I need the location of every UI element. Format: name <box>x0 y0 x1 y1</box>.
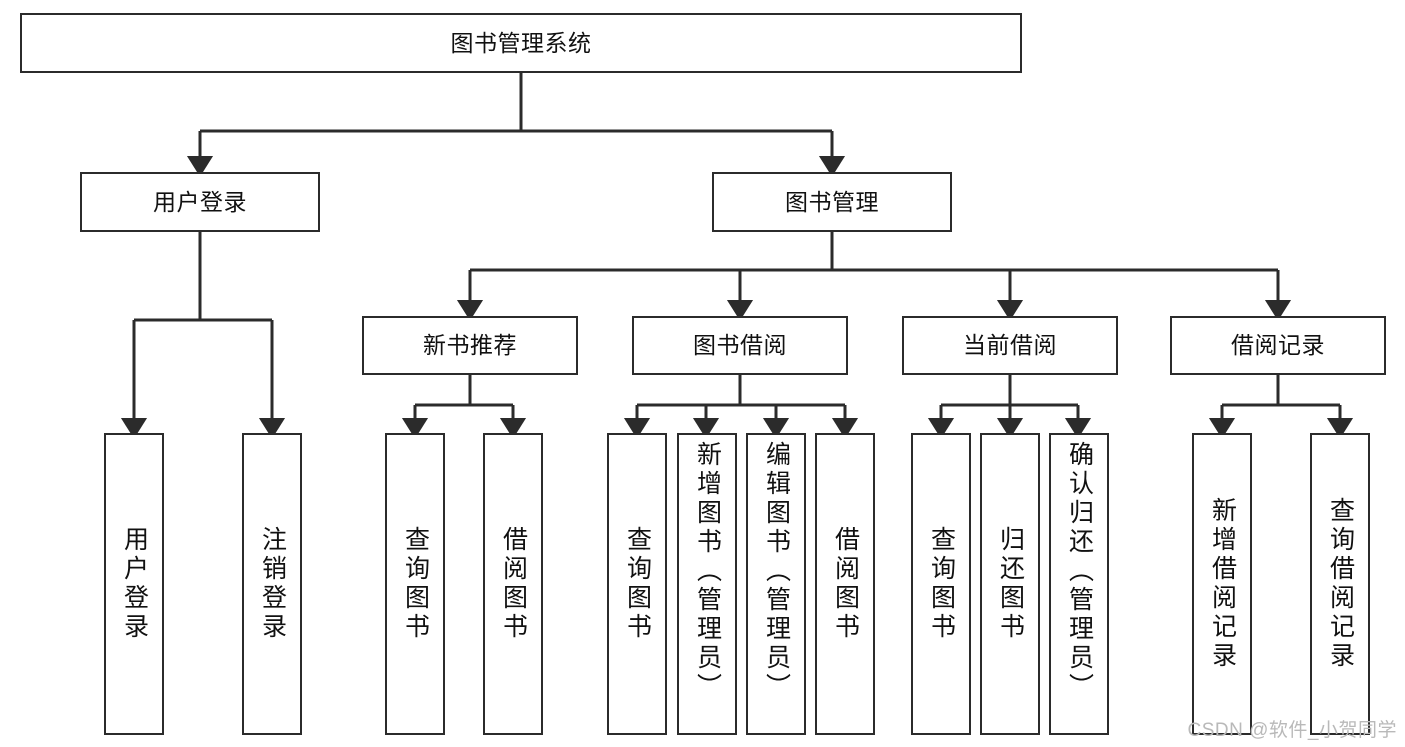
node-borrow-record[interactable]: 借阅记录 <box>1170 316 1386 375</box>
node-leaf-edit-book-label: 编辑图书（管理员） <box>762 441 791 702</box>
node-leaf-query-record[interactable]: 查询借阅记录 <box>1310 433 1370 735</box>
node-leaf-query-book-1[interactable]: 查询图书 <box>385 433 445 735</box>
node-root[interactable]: 图书管理系统 <box>20 13 1022 73</box>
node-user-login-label: 用户登录 <box>153 188 247 215</box>
node-leaf-borrow-book-1-label: 借阅图书 <box>499 526 528 642</box>
node-leaf-add-record-label: 新增借阅记录 <box>1208 497 1237 671</box>
node-leaf-query-book-2-label: 查询图书 <box>623 526 652 642</box>
node-leaf-borrow-book-2[interactable]: 借阅图书 <box>815 433 875 735</box>
node-book-borrow-label: 图书借阅 <box>693 332 787 359</box>
node-leaf-add-book-label: 新增图书（管理员） <box>693 441 722 702</box>
csdn-watermark: CSDN @软件_小贺同学 <box>1187 720 1397 741</box>
node-leaf-query-record-label: 查询借阅记录 <box>1326 497 1355 671</box>
node-leaf-logout[interactable]: 注销登录 <box>242 433 302 735</box>
node-leaf-return-book[interactable]: 归还图书 <box>980 433 1040 735</box>
node-leaf-confirm-return[interactable]: 确认归还（管理员） <box>1049 433 1109 735</box>
node-leaf-add-record[interactable]: 新增借阅记录 <box>1192 433 1252 735</box>
node-leaf-return-book-label: 归还图书 <box>996 526 1025 642</box>
node-leaf-query-book-3-label: 查询图书 <box>927 526 956 642</box>
node-book-manage[interactable]: 图书管理 <box>712 172 952 232</box>
node-leaf-query-book-1-label: 查询图书 <box>401 526 430 642</box>
node-book-manage-label: 图书管理 <box>785 188 879 215</box>
node-borrow-record-label: 借阅记录 <box>1231 332 1325 359</box>
node-book-borrow[interactable]: 图书借阅 <box>632 316 848 375</box>
node-leaf-query-book-3[interactable]: 查询图书 <box>911 433 971 735</box>
node-leaf-confirm-return-label: 确认归还（管理员） <box>1065 441 1094 702</box>
node-new-book-rec[interactable]: 新书推荐 <box>362 316 578 375</box>
node-user-login[interactable]: 用户登录 <box>80 172 320 232</box>
node-leaf-add-book[interactable]: 新增图书（管理员） <box>677 433 737 735</box>
node-root-label: 图书管理系统 <box>450 29 592 56</box>
node-leaf-user-login[interactable]: 用户登录 <box>104 433 164 735</box>
node-leaf-borrow-book-1[interactable]: 借阅图书 <box>483 433 543 735</box>
node-leaf-user-login-label: 用户登录 <box>120 526 149 642</box>
node-leaf-logout-label: 注销登录 <box>258 526 287 642</box>
node-current-borrow-label: 当前借阅 <box>963 332 1057 359</box>
node-leaf-query-book-2[interactable]: 查询图书 <box>607 433 667 735</box>
node-new-book-rec-label: 新书推荐 <box>423 332 517 359</box>
node-current-borrow[interactable]: 当前借阅 <box>902 316 1118 375</box>
node-leaf-borrow-book-2-label: 借阅图书 <box>831 526 860 642</box>
node-leaf-edit-book[interactable]: 编辑图书（管理员） <box>746 433 806 735</box>
